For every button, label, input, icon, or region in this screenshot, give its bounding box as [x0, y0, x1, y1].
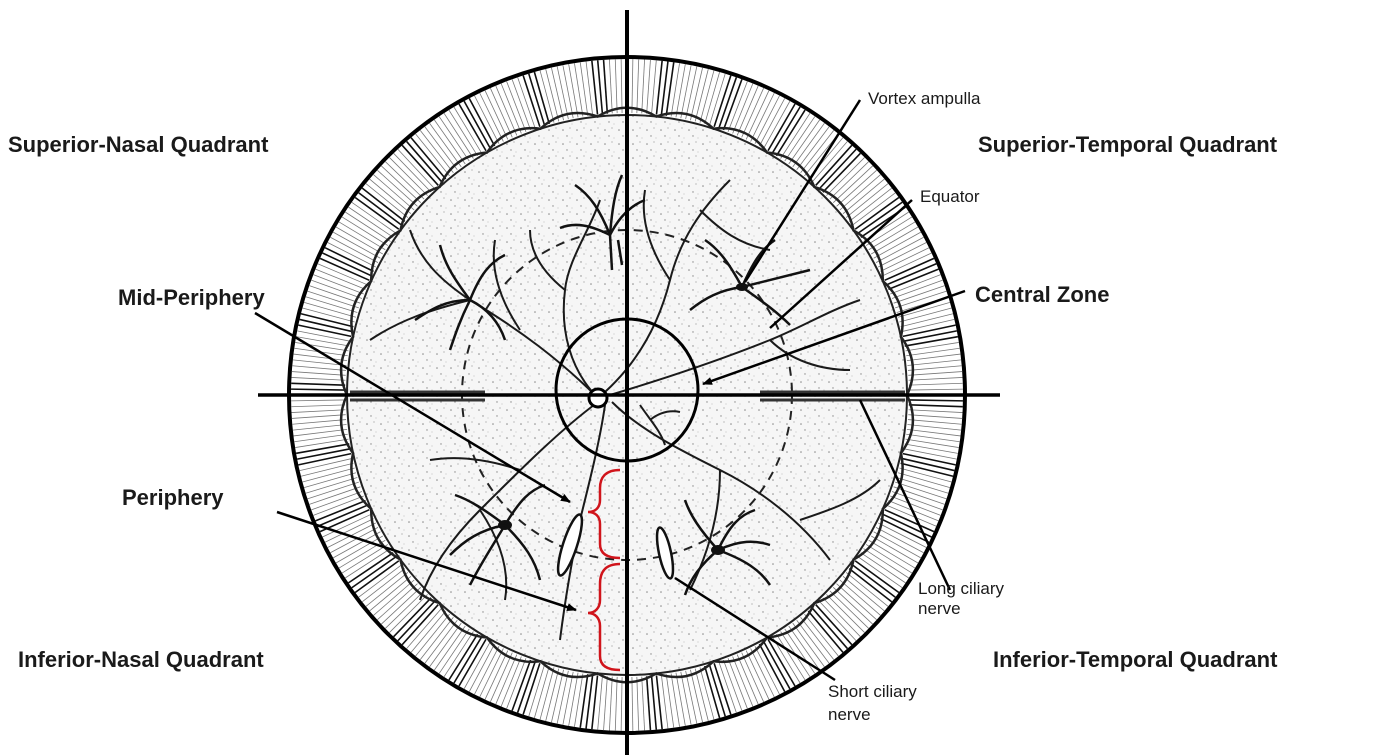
short-ciliary-label-line2: nerve	[828, 705, 871, 724]
inferior-temporal-label: Inferior-Temporal Quadrant	[993, 647, 1278, 672]
long-ciliary-label-line1: Long ciliary	[918, 579, 1004, 598]
vortex-ampulla-label: Vortex ampulla	[868, 89, 981, 108]
ora-hatch	[291, 389, 345, 390]
inferior-nasal-label: Inferior-Nasal Quadrant	[18, 647, 264, 672]
central-zone-label: Central Zone	[975, 282, 1109, 307]
superior-temporal-label: Superior-Temporal Quadrant	[978, 132, 1278, 157]
mid-periphery-label: Mid-Periphery	[118, 285, 265, 310]
short-ciliary-label-line1: Short ciliary	[828, 682, 917, 701]
optic-disc	[589, 389, 607, 407]
ora-hatch	[909, 400, 963, 401]
periphery-label: Periphery	[122, 485, 224, 510]
equator-label: Equator	[920, 187, 980, 206]
superior-nasal-label: Superior-Nasal Quadrant	[8, 132, 269, 157]
long-ciliary-label-line2: nerve	[918, 599, 961, 618]
